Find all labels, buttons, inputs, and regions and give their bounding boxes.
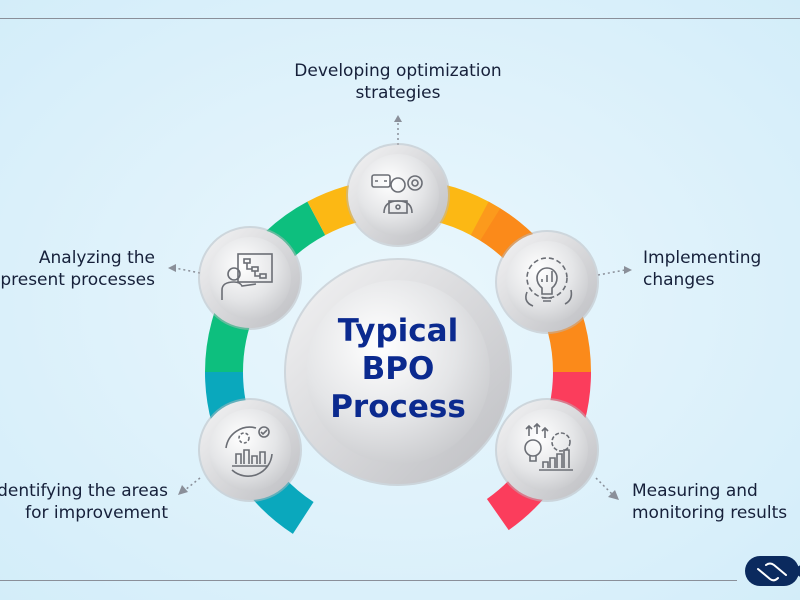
arrowhead-bottom-left xyxy=(178,485,188,495)
label-line: changes xyxy=(643,270,715,290)
label-line: strategies xyxy=(355,83,441,103)
developer-gear-icon xyxy=(371,174,423,214)
step-circle xyxy=(198,398,302,502)
arrowhead-right xyxy=(624,266,632,274)
label-line: Analyzing the xyxy=(38,248,155,268)
dotted-connectors xyxy=(168,115,632,500)
step-label-implementing: Implementing changes xyxy=(643,247,761,291)
center-circle xyxy=(284,258,512,486)
label-line: Identifying the areas xyxy=(0,481,168,501)
lightbulb-gear-icon xyxy=(525,257,573,307)
label-line: present processes xyxy=(0,270,155,290)
diagram-title: Typical BPO Process xyxy=(288,312,508,426)
step-label-measuring: Measuring and monitoring results xyxy=(632,480,787,524)
growth-chart-icon xyxy=(524,422,573,471)
title-line: Process xyxy=(330,389,466,425)
label-line: Implementing xyxy=(643,248,762,268)
connector-bottom-right xyxy=(595,477,613,495)
step-circle xyxy=(198,226,302,330)
step-circle xyxy=(346,143,450,247)
label-line: for improvement xyxy=(25,503,168,523)
title-line: BPO xyxy=(361,351,435,387)
connector-bottom-left xyxy=(184,477,201,491)
label-line: Developing optimization xyxy=(294,61,502,81)
arrowhead-bottom-right xyxy=(608,490,619,500)
arrowhead-left xyxy=(168,264,176,272)
company-logo xyxy=(745,556,800,586)
top-divider xyxy=(0,18,800,19)
analytics-cycle-icon xyxy=(225,426,273,477)
title-line: Typical xyxy=(337,313,459,349)
step-label-identifying: Identifying the areas for improvement xyxy=(0,480,168,524)
label-line: Measuring and xyxy=(632,481,758,501)
label-line: monitoring results xyxy=(632,503,788,523)
arrowhead-top xyxy=(394,115,402,122)
bottom-divider xyxy=(0,580,737,581)
connector-left xyxy=(174,267,201,274)
step-label-analyzing: Analyzing the present processes xyxy=(0,247,155,291)
presenter-flowchart-icon xyxy=(221,253,273,300)
step-circle xyxy=(495,398,599,502)
step-label-developing: Developing optimization strategies xyxy=(250,60,546,104)
connector-right xyxy=(597,269,626,276)
